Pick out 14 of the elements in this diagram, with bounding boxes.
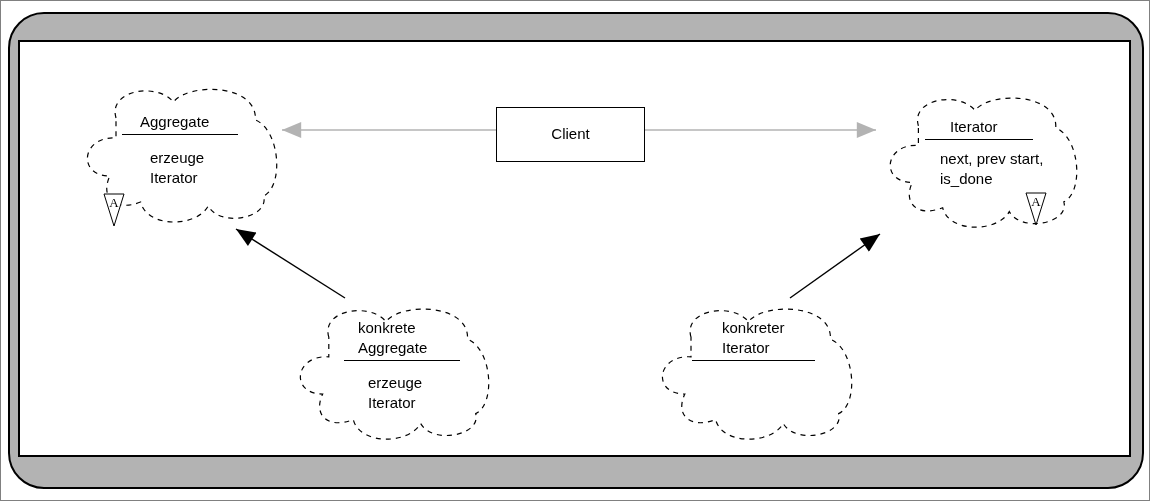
class-name: konkreter Iterator: [692, 318, 815, 361]
operations-text: erzeuge Iterator: [368, 373, 424, 413]
arrow: [789, 233, 881, 299]
operations-text: next, prev start, is_done: [940, 149, 1045, 189]
class-name: Aggregate: [122, 112, 238, 135]
arrow: [235, 228, 346, 299]
class-name: konkrete Aggregate: [344, 318, 460, 361]
class-box: Client: [496, 107, 645, 162]
operations-text: erzeuge Iterator: [150, 148, 206, 188]
abstract-marker: A: [108, 195, 120, 210]
arrow: [281, 122, 497, 138]
class-name: Iterator: [925, 117, 1033, 140]
abstract-marker: A: [1030, 194, 1042, 209]
arrow: [644, 122, 877, 138]
